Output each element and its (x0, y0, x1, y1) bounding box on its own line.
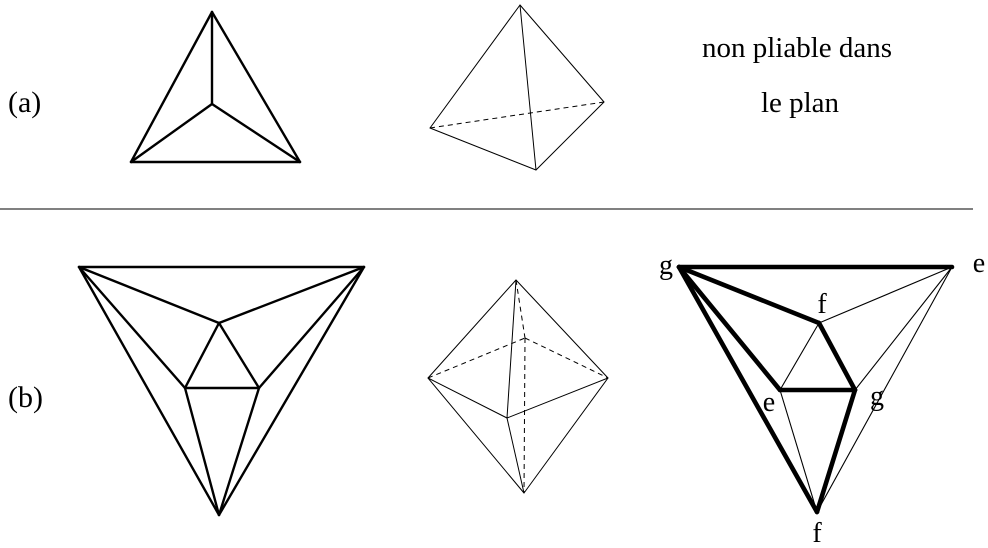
labeled-edge-g-f-outer-heavy (676, 264, 820, 515)
vertex-label-inner-top: f (817, 289, 827, 320)
labeled-edge-f-e-thin (818, 266, 953, 324)
labeled-edge-e-f-inner-thin (779, 322, 820, 391)
panel-a-label: (a) (8, 86, 41, 119)
tetra-edge-top-left (429, 4, 521, 129)
graph-b-edge-tr-innertop (217, 265, 366, 325)
labeled-edge-g-f-bottom-heavy (814, 387, 858, 515)
planar-octahedron-graph (77, 265, 366, 517)
labeled-edge-g-e-inner-heavy (676, 264, 783, 393)
octa-edge-top-front (506, 279, 517, 419)
labeled-edge-e-g-thin (854, 266, 953, 391)
octa-edge-hidden-back-right (524, 337, 609, 379)
graph-a-edge-outer-right (210, 10, 302, 164)
tetra-edge-left-bottom (429, 127, 537, 171)
octahedron-3d (427, 279, 609, 494)
graph-b-edge-tl-innertop (77, 265, 221, 325)
graph-a-edge-center-right (210, 102, 302, 164)
octa-edge-hidden-back-bottom (523, 337, 526, 494)
panel-a: (a) non pliable dans le plan (8, 4, 892, 171)
graph-a-edge-center-left (129, 102, 214, 164)
labeled-edge-e-f-bottom-thin (779, 389, 818, 513)
octa-edge-left-front (427, 377, 508, 419)
vertex-label-inner-right: g (870, 381, 884, 412)
graph-b-edge-outer-right (217, 265, 366, 517)
octa-edge-bottom-right (523, 377, 609, 494)
labeled-edge-g-f-heavy (676, 264, 822, 326)
graph-b-edge-tr-innerright (257, 265, 366, 390)
tetra-edge-top-bottom (519, 4, 537, 171)
graph-b-edge-inner-left (183, 321, 221, 390)
graph-a-edge-outer-left (129, 10, 214, 164)
graph-b-edge-inner-right (217, 321, 261, 390)
octa-edge-hidden-top-back (515, 279, 526, 339)
graph-b-edge-innerright-bottom (217, 386, 261, 517)
tetra-edge-top-right (519, 4, 605, 103)
note-line-1: non pliable dans (702, 32, 892, 64)
vertex-label-top-left: g (659, 250, 673, 281)
tetra-edge-hidden (429, 101, 605, 129)
vertex-label-bottom: f (812, 518, 822, 548)
graph-b-edge-tl-innerleft (77, 265, 187, 390)
graph-b-edge-innerleft-bottom (183, 386, 221, 517)
octa-edge-top-left (427, 279, 517, 379)
planar-tetrahedron-graph (129, 10, 302, 164)
tetra-edge-right-bottom (535, 101, 605, 171)
vertex-label-top-right: e (973, 248, 985, 279)
labeled-edge-f-g-heavy (816, 320, 858, 393)
labeled-octahedron-graph: g e f e g f (659, 248, 985, 548)
panel-b: (b) (8, 248, 985, 548)
octa-edge-bottom-left (427, 377, 525, 494)
graph-b-edge-outer-left (77, 265, 221, 517)
panel-b-label: (b) (8, 381, 43, 414)
labeled-edge-e-f-outer-thin (816, 266, 953, 513)
tetrahedron-3d (429, 4, 605, 171)
octa-edge-front-right (506, 377, 609, 419)
octa-edge-top-right (515, 279, 609, 379)
octa-edge-bottom-front (506, 417, 525, 494)
vertex-label-inner-left: e (763, 387, 775, 418)
note-line-2: le plan (761, 87, 840, 119)
